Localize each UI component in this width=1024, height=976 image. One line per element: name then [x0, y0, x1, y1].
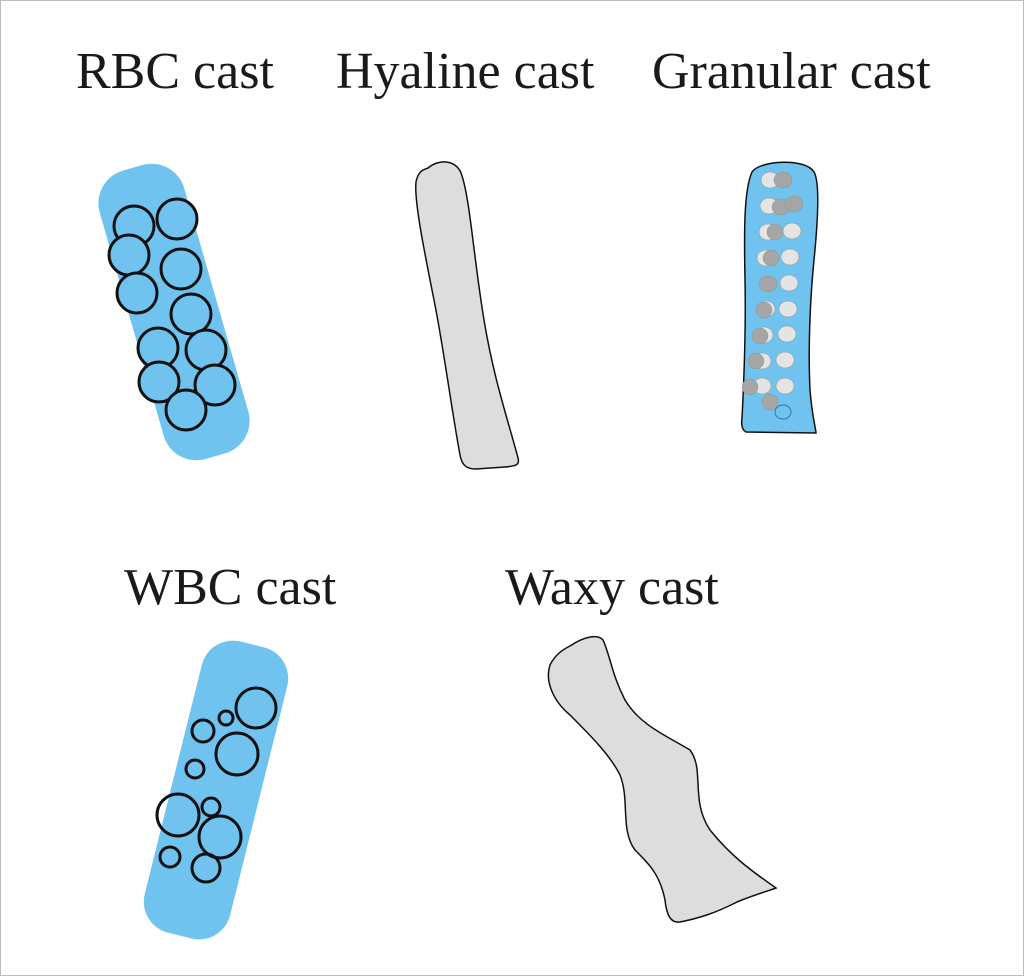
granule [766, 223, 784, 241]
wbc-cell [190, 718, 216, 744]
granule [775, 351, 795, 369]
rbc-cell [159, 247, 203, 291]
granule [778, 300, 798, 318]
rbc-cast [98, 163, 250, 461]
granule [784, 195, 804, 213]
granular-cast-label: Granular cast [652, 43, 931, 100]
hyaline-cast-label: Hyaline cast [336, 43, 595, 100]
granule [777, 325, 797, 343]
granule [751, 327, 769, 345]
wbc-cell [155, 792, 201, 838]
wbc-cell [214, 731, 260, 777]
rbc-cells [107, 197, 237, 432]
wbc-cells [155, 686, 278, 884]
granules [741, 171, 804, 420]
granule [761, 393, 779, 411]
granule [780, 248, 800, 266]
wbc-cast-label: WBC cast [124, 559, 337, 616]
rbc-cell [184, 328, 228, 372]
rbc-cell [169, 292, 213, 336]
wbc-cast-body [143, 640, 289, 940]
wbc-cell [190, 852, 222, 884]
wbc-cell [234, 686, 278, 730]
wbc-cell [217, 709, 235, 727]
hyaline-cast [414, 161, 520, 470]
granule [755, 301, 773, 319]
wbc-cell [158, 845, 182, 869]
granule [758, 275, 778, 293]
rbc-cell [107, 233, 151, 277]
rbc-cell [115, 271, 159, 315]
rbc-cell [155, 197, 199, 241]
granule [775, 377, 795, 395]
rbc-cell [164, 388, 208, 432]
wbc-cast [143, 640, 289, 940]
granule [779, 274, 799, 292]
granule [762, 249, 780, 267]
rbc-cell [137, 360, 181, 404]
wbc-cell [197, 814, 243, 860]
wbc-cell [184, 758, 206, 780]
granule [774, 404, 792, 420]
granule [782, 222, 802, 240]
waxy-cast [547, 635, 778, 923]
granule [773, 171, 793, 189]
wbc-cell [200, 796, 222, 818]
granule [741, 378, 759, 396]
granular-cast [740, 161, 819, 434]
waxy-cast-label: Waxy cast [505, 559, 719, 616]
rbc-cast-label: RBC cast [76, 43, 274, 100]
rbc-cell [193, 363, 237, 407]
granule [747, 352, 765, 370]
